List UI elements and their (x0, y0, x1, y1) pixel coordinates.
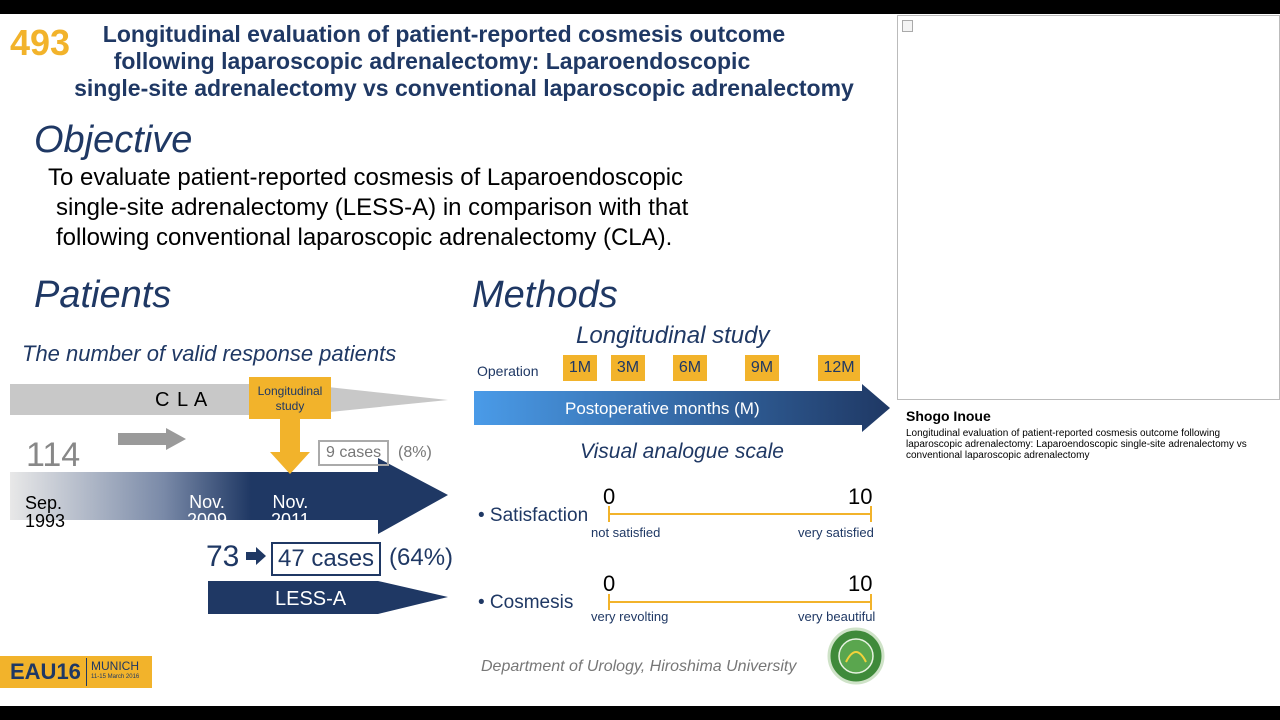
date-nov-2009: Nov. 2009 (187, 492, 228, 530)
speaker-name: Shogo Inoue (906, 408, 991, 424)
objective-line-1: To evaluate patient-reported cosmesis of… (48, 164, 684, 191)
title-line-1: Longitudinal evaluation of patient-repor… (102, 21, 786, 47)
month-12m: 12M (818, 355, 860, 381)
satisfaction-min-text: not satisfied (591, 525, 661, 540)
satisfaction-label: • Satisfaction (478, 505, 589, 526)
diagram-graphics (10, 377, 890, 685)
speaker-video-area[interactable] (897, 15, 1280, 400)
operation-label: Operation (477, 363, 539, 379)
cosmesis-label: • Cosmesis (478, 592, 574, 613)
longitudinal-study-heading: Longitudinal study (576, 322, 770, 349)
cla-small-arrow (118, 428, 186, 450)
cla-cases-box: 9 cases (318, 440, 390, 466)
longitudinal-down-arrow (270, 419, 310, 474)
abstract-number: 493 (10, 22, 71, 63)
eau-logo-text: EAU16 (10, 659, 81, 684)
month-6m: 6M (673, 355, 707, 381)
eau-logo: EAU16 MUNICH 11-15 March 2016 (0, 656, 152, 688)
side-panel: Shogo Inoue Longitudinal evaluation of p… (896, 14, 1280, 706)
satisfaction-max: 10 (848, 484, 873, 509)
cosmesis-min: 0 (603, 571, 616, 596)
longitudinal-label: Longitudinal study (257, 384, 323, 413)
department-credit: Department of Urology, Hiroshima Univers… (481, 658, 797, 675)
satisfaction-max-text: very satisfied (798, 525, 874, 540)
cla-percent: (8%) (398, 444, 432, 461)
month-1m: 1M (563, 355, 597, 381)
less-total: 73 (206, 540, 240, 573)
month-9m: 9M (745, 355, 779, 381)
less-cases-box: 47 cases (271, 542, 382, 576)
cla-label: C L A (155, 389, 209, 411)
presentation-slide: 493 Longitudinal evaluation of patient-r… (0, 14, 896, 706)
patients-heading: Patients (34, 274, 172, 316)
less-arrow (208, 581, 448, 614)
talk-title: Longitudinal evaluation of patient-repor… (906, 428, 1247, 461)
longitudinal-box (249, 377, 331, 419)
month-3m: 3M (611, 355, 645, 381)
cosmesis-max-text: very beautiful (798, 609, 876, 624)
broken-image-icon (902, 20, 913, 32)
postop-arrow (474, 384, 890, 432)
cla-total: 114 (26, 436, 81, 474)
date-sep-1993: Sep. 1993 (25, 493, 66, 531)
objective-heading: Objective (34, 119, 193, 161)
title-line-2: following laparoscopic adrenalectomy: La… (113, 48, 751, 74)
less-label: LESS-A (275, 588, 347, 610)
eau-dates: 11-15 March 2016 (91, 674, 140, 680)
postop-label: Postoperative months (M) (565, 399, 760, 418)
less-small-arrow (246, 547, 266, 565)
methods-heading: Methods (472, 274, 618, 316)
patients-subheading: The number of valid response patients (22, 341, 397, 366)
date-nov-2011: Nov. 2011 (271, 492, 310, 530)
vas-heading: Visual analogue scale (580, 440, 784, 463)
cosmesis-min-text: very revolting (591, 609, 669, 624)
objective-line-3: following conventional laparoscopic adre… (56, 224, 673, 251)
satisfaction-min: 0 (603, 484, 616, 509)
less-percent: (64%) (389, 544, 454, 571)
title-line-3: single-site adrenalectomy vs conventiona… (74, 75, 854, 101)
cla-arrow (10, 384, 448, 415)
timeline-arrow (10, 458, 448, 534)
objective-line-2: single-site adrenalectomy (LESS-A) in co… (56, 194, 689, 221)
cosmesis-max: 10 (848, 571, 873, 596)
eau-city: MUNICH (91, 659, 139, 673)
